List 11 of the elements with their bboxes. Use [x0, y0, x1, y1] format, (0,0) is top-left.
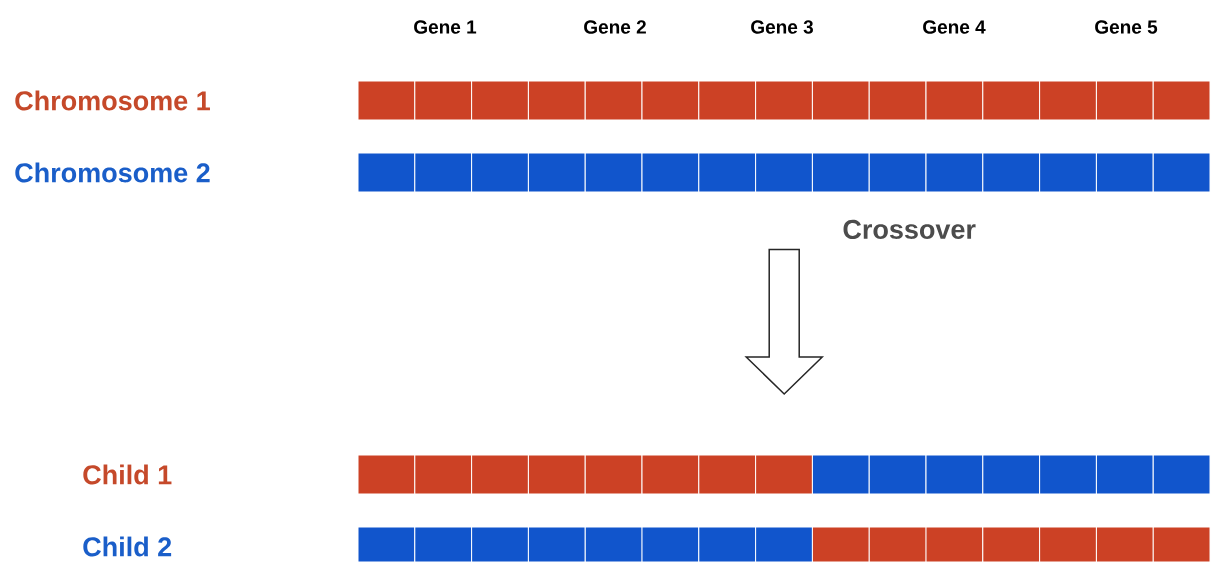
block-arrow — [744, 248, 825, 396]
row-label: Child 2 — [83, 536, 172, 557]
gene-label: Gene 4 — [923, 20, 986, 34]
gene-label: Gene 2 — [584, 20, 646, 34]
gene-label: Gene 3 — [751, 20, 813, 34]
row-label: Chromosome 2 — [15, 162, 210, 183]
gene-label: Gene 1 — [414, 20, 477, 34]
row-label: Chromosome 1 — [15, 90, 210, 111]
gene-label: Gene 5 — [1095, 20, 1158, 34]
edge-label: Crossover — [843, 219, 976, 239]
row-label: Child 1 — [83, 464, 172, 485]
